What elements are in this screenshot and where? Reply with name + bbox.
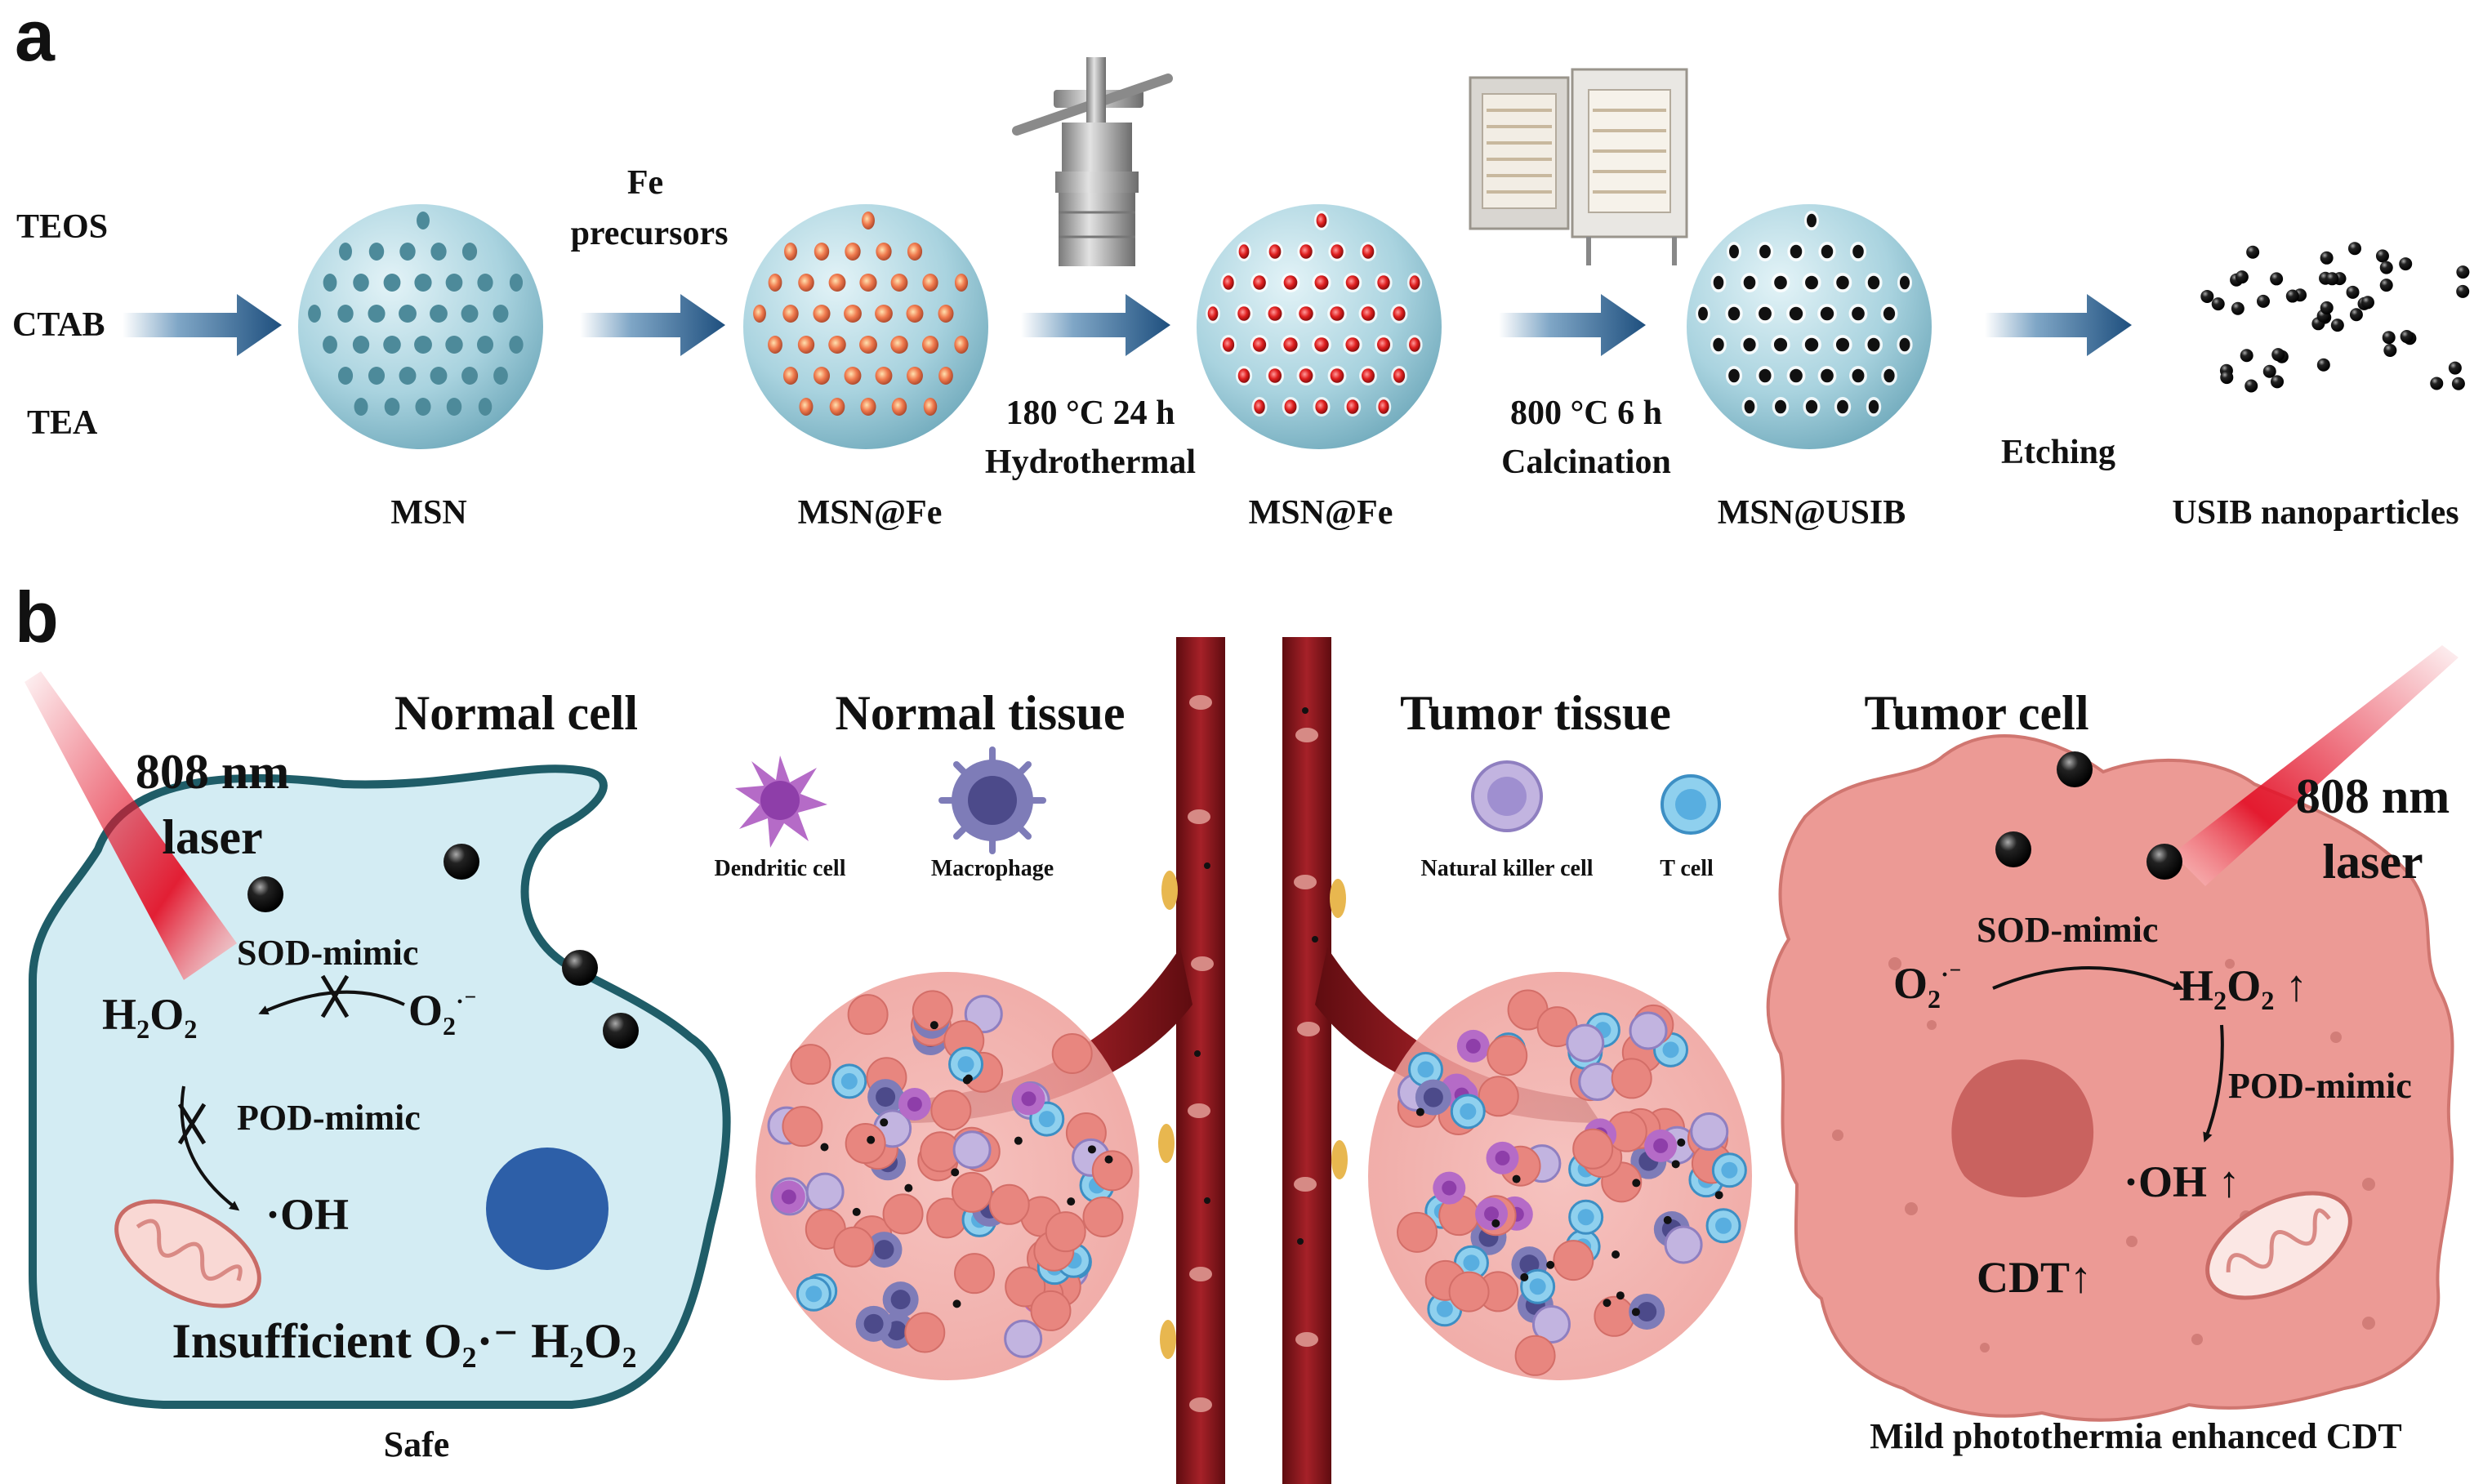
tumor-o2: O2·⁻ bbox=[1893, 959, 1962, 1014]
t-cell-icon bbox=[1661, 774, 1721, 835]
sphere-msn-usib bbox=[1687, 204, 1932, 449]
etching-label: Etching bbox=[2000, 434, 2116, 471]
normal-laser-line1: 808 nm bbox=[135, 745, 290, 799]
tumor-tissue-cluster bbox=[1368, 972, 1752, 1380]
fe-precursor-line2: precursors bbox=[570, 215, 729, 252]
normal-pod-mimic: POD-mimic bbox=[237, 1098, 421, 1138]
tumor-h2o2: H₂O₂ ↑ bbox=[2179, 961, 2307, 1010]
tumor-nucleus bbox=[1951, 1059, 2094, 1198]
tumor-oh: ·OH ↑ bbox=[2124, 1157, 2240, 1206]
reagent-ctab: CTAB bbox=[12, 306, 105, 344]
hydrothermal-line2: Hydrothermal bbox=[984, 443, 1197, 481]
hydrothermal-line1: 180 °C 24 h bbox=[1005, 394, 1175, 432]
legend-natural-killer-cell: Natural killer cell bbox=[1420, 856, 1594, 881]
furnace-icon bbox=[1469, 68, 1688, 265]
product-msn-fe-1: MSN@Fe bbox=[797, 494, 943, 532]
tumor-caption: Mild photothermia enhanced CDT bbox=[1870, 1416, 2402, 1456]
mitochondrion-tumor bbox=[2205, 1191, 2352, 1300]
normal-laser-line2: laser bbox=[162, 810, 263, 864]
tumor-pod-mimic: POD-mimic bbox=[2228, 1066, 2412, 1106]
product-msn-usib: MSN@USIB bbox=[1717, 494, 1906, 532]
reagent-teos: TEOS bbox=[16, 208, 109, 246]
normal-h2o2: H₂O₂ bbox=[102, 990, 198, 1039]
cdt-label: CDT↑ bbox=[1977, 1253, 2093, 1302]
dendritic-cell-icon bbox=[735, 755, 827, 848]
calcination-line2: Calcination bbox=[1501, 443, 1671, 481]
nanoparticles-normal bbox=[247, 844, 639, 1049]
tumor-laser-line2: laser bbox=[2322, 835, 2423, 889]
tumor-reaction-arrows bbox=[1992, 966, 2224, 1143]
normal-tissue-title: Normal tissue bbox=[835, 686, 1126, 740]
tumor-cell-title: Tumor cell bbox=[1864, 686, 2089, 740]
calcination-line1: 800 °C 6 h bbox=[1510, 394, 1662, 432]
natural-killer-cell-icon bbox=[1471, 760, 1543, 832]
tumor-tissue-title: Tumor tissue bbox=[1400, 686, 1671, 740]
product-usib-nanoparticles: USIB nanoparticles bbox=[2172, 494, 2459, 532]
sphere-msn-fe-red bbox=[1197, 204, 1442, 449]
nanoparticles-tumor bbox=[1995, 751, 2182, 880]
insufficient-label: Insufficient O₂·⁻ H₂O₂ bbox=[172, 1314, 637, 1368]
reagent-tea: TEA bbox=[27, 404, 98, 442]
arrow-4 bbox=[1499, 294, 1646, 356]
sphere-msn-fe-orange bbox=[743, 204, 988, 449]
normal-o2: O2·⁻ bbox=[408, 986, 477, 1041]
legend-t-cell: T cell bbox=[1660, 856, 1714, 881]
tumor-laser-line1: 808 nm bbox=[2295, 769, 2450, 823]
legend-macrophage: Macrophage bbox=[930, 856, 1054, 881]
laser-beam-right bbox=[2173, 645, 2458, 886]
normal-tissue-cluster bbox=[756, 972, 1139, 1380]
panel-label-b: b bbox=[15, 577, 59, 657]
panel-label-a: a bbox=[15, 0, 55, 76]
normal-sod-mimic: SOD-mimic bbox=[237, 933, 419, 973]
arrow-1 bbox=[123, 294, 282, 356]
mitochondrion-normal bbox=[114, 1199, 261, 1308]
laser-beam-left bbox=[25, 671, 237, 980]
autoclave-icon bbox=[1012, 57, 1173, 266]
flow-arrows bbox=[123, 294, 2132, 356]
arrow-3 bbox=[1021, 294, 1170, 356]
tumor-sod-mimic: SOD-mimic bbox=[1977, 910, 2159, 950]
normal-oh: ·OH bbox=[265, 1190, 350, 1239]
normal-cell-nucleus bbox=[486, 1148, 608, 1270]
legend-dendritic-cell: Dendritic cell bbox=[714, 856, 846, 881]
usib-nanoparticles bbox=[2200, 242, 2470, 393]
sphere-msn bbox=[298, 204, 543, 449]
safe-label: Safe bbox=[383, 1424, 450, 1464]
product-msn: MSN bbox=[390, 494, 467, 532]
tumor-cell bbox=[1766, 734, 2454, 1422]
product-msn-fe-2: MSN@Fe bbox=[1248, 494, 1393, 532]
macrophage-icon bbox=[938, 746, 1046, 854]
arrow-2 bbox=[580, 294, 725, 356]
fe-precursor-line1: Fe bbox=[626, 164, 664, 202]
block-marks bbox=[177, 974, 350, 1145]
normal-cell-title: Normal cell bbox=[394, 686, 639, 740]
arrow-5 bbox=[1985, 294, 2132, 356]
